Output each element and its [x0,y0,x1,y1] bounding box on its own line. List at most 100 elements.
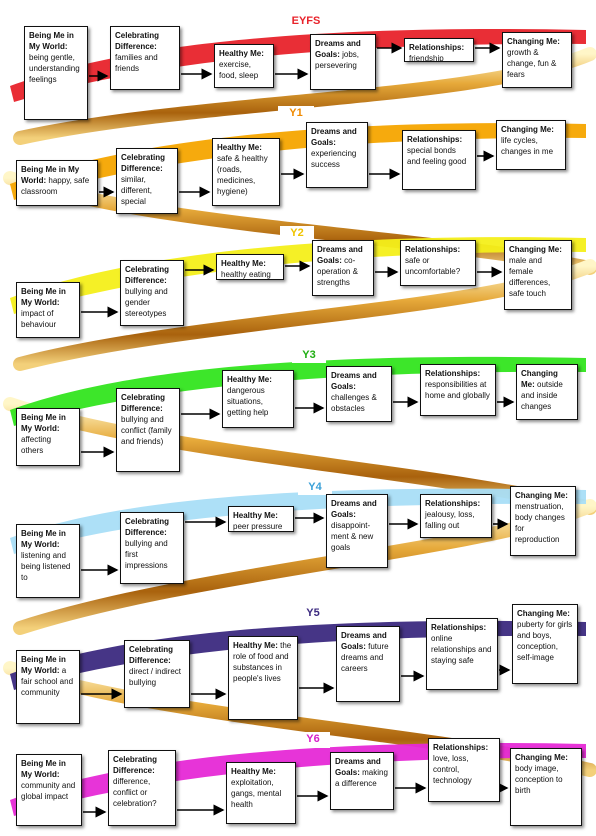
year-label: Y6 [296,732,330,748]
topic-title: Healthy Me: [219,49,264,58]
topic-box: Relationships: love, loss, control, tech… [428,738,500,802]
topic-box: Being Me in My World: listening and bein… [16,524,80,598]
topic-box: Dreams and Goals: challenges & obstacles [326,366,392,422]
topic-title: Relationships: [425,499,481,508]
topic-text: community and global impact [21,781,76,801]
topic-box: Relationships: responsibilities at home … [420,364,496,416]
year-label: Y4 [298,480,332,495]
topic-text: disappoint-ment & new goals [331,521,374,552]
topic-text: healthy eating [221,270,271,279]
topic-text: puberty for girls and boys, conception, … [517,620,573,662]
topic-box: Being Me in My World: impact of behaviou… [16,282,80,338]
topic-title: Dreams and Goals: [331,371,377,391]
ribbon-y5 [10,620,586,690]
topic-box: Celebrating Difference: families and fri… [110,26,180,90]
topic-title: Celebrating Difference: [129,645,174,665]
topic-box: Being Me in My World: a fair school and … [16,650,80,724]
topic-title: Celebrating Difference: [113,755,158,775]
year-label: Y3 [292,348,326,363]
topic-text: dangerous situations, getting help [227,386,269,417]
topic-box: Celebrating Difference: bullying and con… [116,388,180,472]
topic-box: Changing Me: menstruation, body changes … [510,486,576,556]
year-label: Y1 [278,106,314,121]
topic-text: challenges & obstacles [331,393,377,413]
topic-title: Relationships: [405,245,461,254]
topic-text: difference, conflict or celebration? [113,777,157,808]
topic-text: growth & change, fun & fears [507,48,557,79]
topic-box: Healthy Me: exercise, food, sleep [214,44,274,88]
topic-box: Dreams and Goals: disappoint-ment & new … [326,494,388,568]
topic-text: male and female differences, safe touch [509,256,551,298]
topic-text: exploitation, gangs, mental health [231,778,282,809]
topic-text: love, loss, control, technology [433,754,472,785]
topic-box: Healthy Me: exploitation, gangs, mental … [226,762,296,824]
topic-title: Celebrating Difference: [125,265,170,285]
topic-text: happy, safe classroom [21,176,90,196]
topic-box: Dreams and Goals: making a difference [330,752,394,810]
ribbon-y3 [10,356,586,426]
topic-box: Dreams and Goals: jobs, persevering [310,34,376,90]
topic-text: experiencing success [311,149,357,169]
topic-box: Changing Me: growth & change, fun & fear… [502,32,572,88]
topic-title: Relationships: [431,623,487,632]
topic-box: Changing Me: puberty for girls and boys,… [512,604,578,684]
topic-title: Dreams and Goals: [315,39,361,59]
topic-title: Healthy Me: [227,375,272,384]
topic-title: Healthy Me: [217,143,262,152]
topic-title: Celebrating Difference: [115,31,160,51]
topic-box: Being Me in My World: being gentle, unde… [24,26,88,120]
topic-title: Being Me in My World: [21,655,66,675]
year-label: EYFS [276,14,336,30]
topic-title: Relationships: [407,135,463,144]
topic-box: Healthy Me: safe & healthy (roads, medic… [212,138,280,206]
topic-text: families and friends [115,53,158,73]
topic-box: Relationships: friendship [404,38,474,62]
topic-text: special bonds and feeling good [407,146,467,166]
topic-title: Being Me in My World: [21,165,80,185]
topic-title: Being Me in My World: [21,413,66,433]
topic-text: making a difference [335,768,388,788]
topic-text: safe or uncomfortable? [405,256,461,276]
ribbon-eyfs [10,29,586,102]
topic-title: Dreams and Goals: [317,245,363,265]
topic-title: Changing Me: [507,37,560,46]
topic-text: the role of food and substances in peopl… [233,641,292,683]
topic-title: Relationships: [425,369,481,378]
topic-title: Healthy Me: [221,259,266,268]
topic-box: Celebrating Difference: bullying and fir… [120,512,184,584]
topic-text: bullying and gender stereotypes [125,287,168,318]
topic-title: Celebrating Difference: [121,153,166,173]
topic-title: Dreams and Goals: [335,757,381,777]
topic-text: direct / indirect bullying [129,667,182,687]
topic-title: Celebrating Difference: [121,393,166,413]
topic-box: Celebrating Difference: similar, differe… [116,148,178,214]
topic-title: Changing Me: [515,753,568,762]
topic-box: Dreams and Goals: co-operation & strengt… [312,240,374,296]
topic-text: jobs, persevering [315,50,360,70]
topic-title: Dreams and Goals: [311,127,357,147]
topic-box: Relationships: special bonds and feeling… [402,130,476,190]
topic-box: Relationships: safe or uncomfortable? [400,240,476,286]
topic-title: Relationships: [433,743,489,752]
topic-text: online relationships and staying safe [431,634,492,665]
topic-text: body image, conception to birth [515,764,563,795]
topic-box: Changing Me: outside and inside changes [516,364,578,420]
topic-title: Healthy Me: [233,641,278,650]
topic-box: Celebrating Difference: direct / indirec… [124,640,190,708]
year-label: Y5 [296,606,330,622]
topic-title: Being Me in My World: [29,31,74,51]
topic-box: Healthy Me: healthy eating [216,254,284,280]
ribbon-y2 [10,237,586,314]
topic-text: a fair school and community [21,666,74,697]
topic-text: similar, different, special [121,175,152,206]
topic-title: Relationships: [409,43,465,52]
year-label: Y2 [280,226,314,241]
topic-box: Dreams and Goals: experiencing success [306,122,368,188]
topic-text: being gentle, understanding feelings [29,53,80,84]
topic-title: Being Me in My World: [21,287,66,307]
topic-box: Healthy Me: dangerous situations, gettin… [222,370,294,428]
topic-text: friendship [409,54,444,62]
topic-text: peer pressure [233,522,283,531]
topic-text: exercise, food, sleep [219,60,259,80]
topic-title: Dreams and Goals: [331,499,377,519]
